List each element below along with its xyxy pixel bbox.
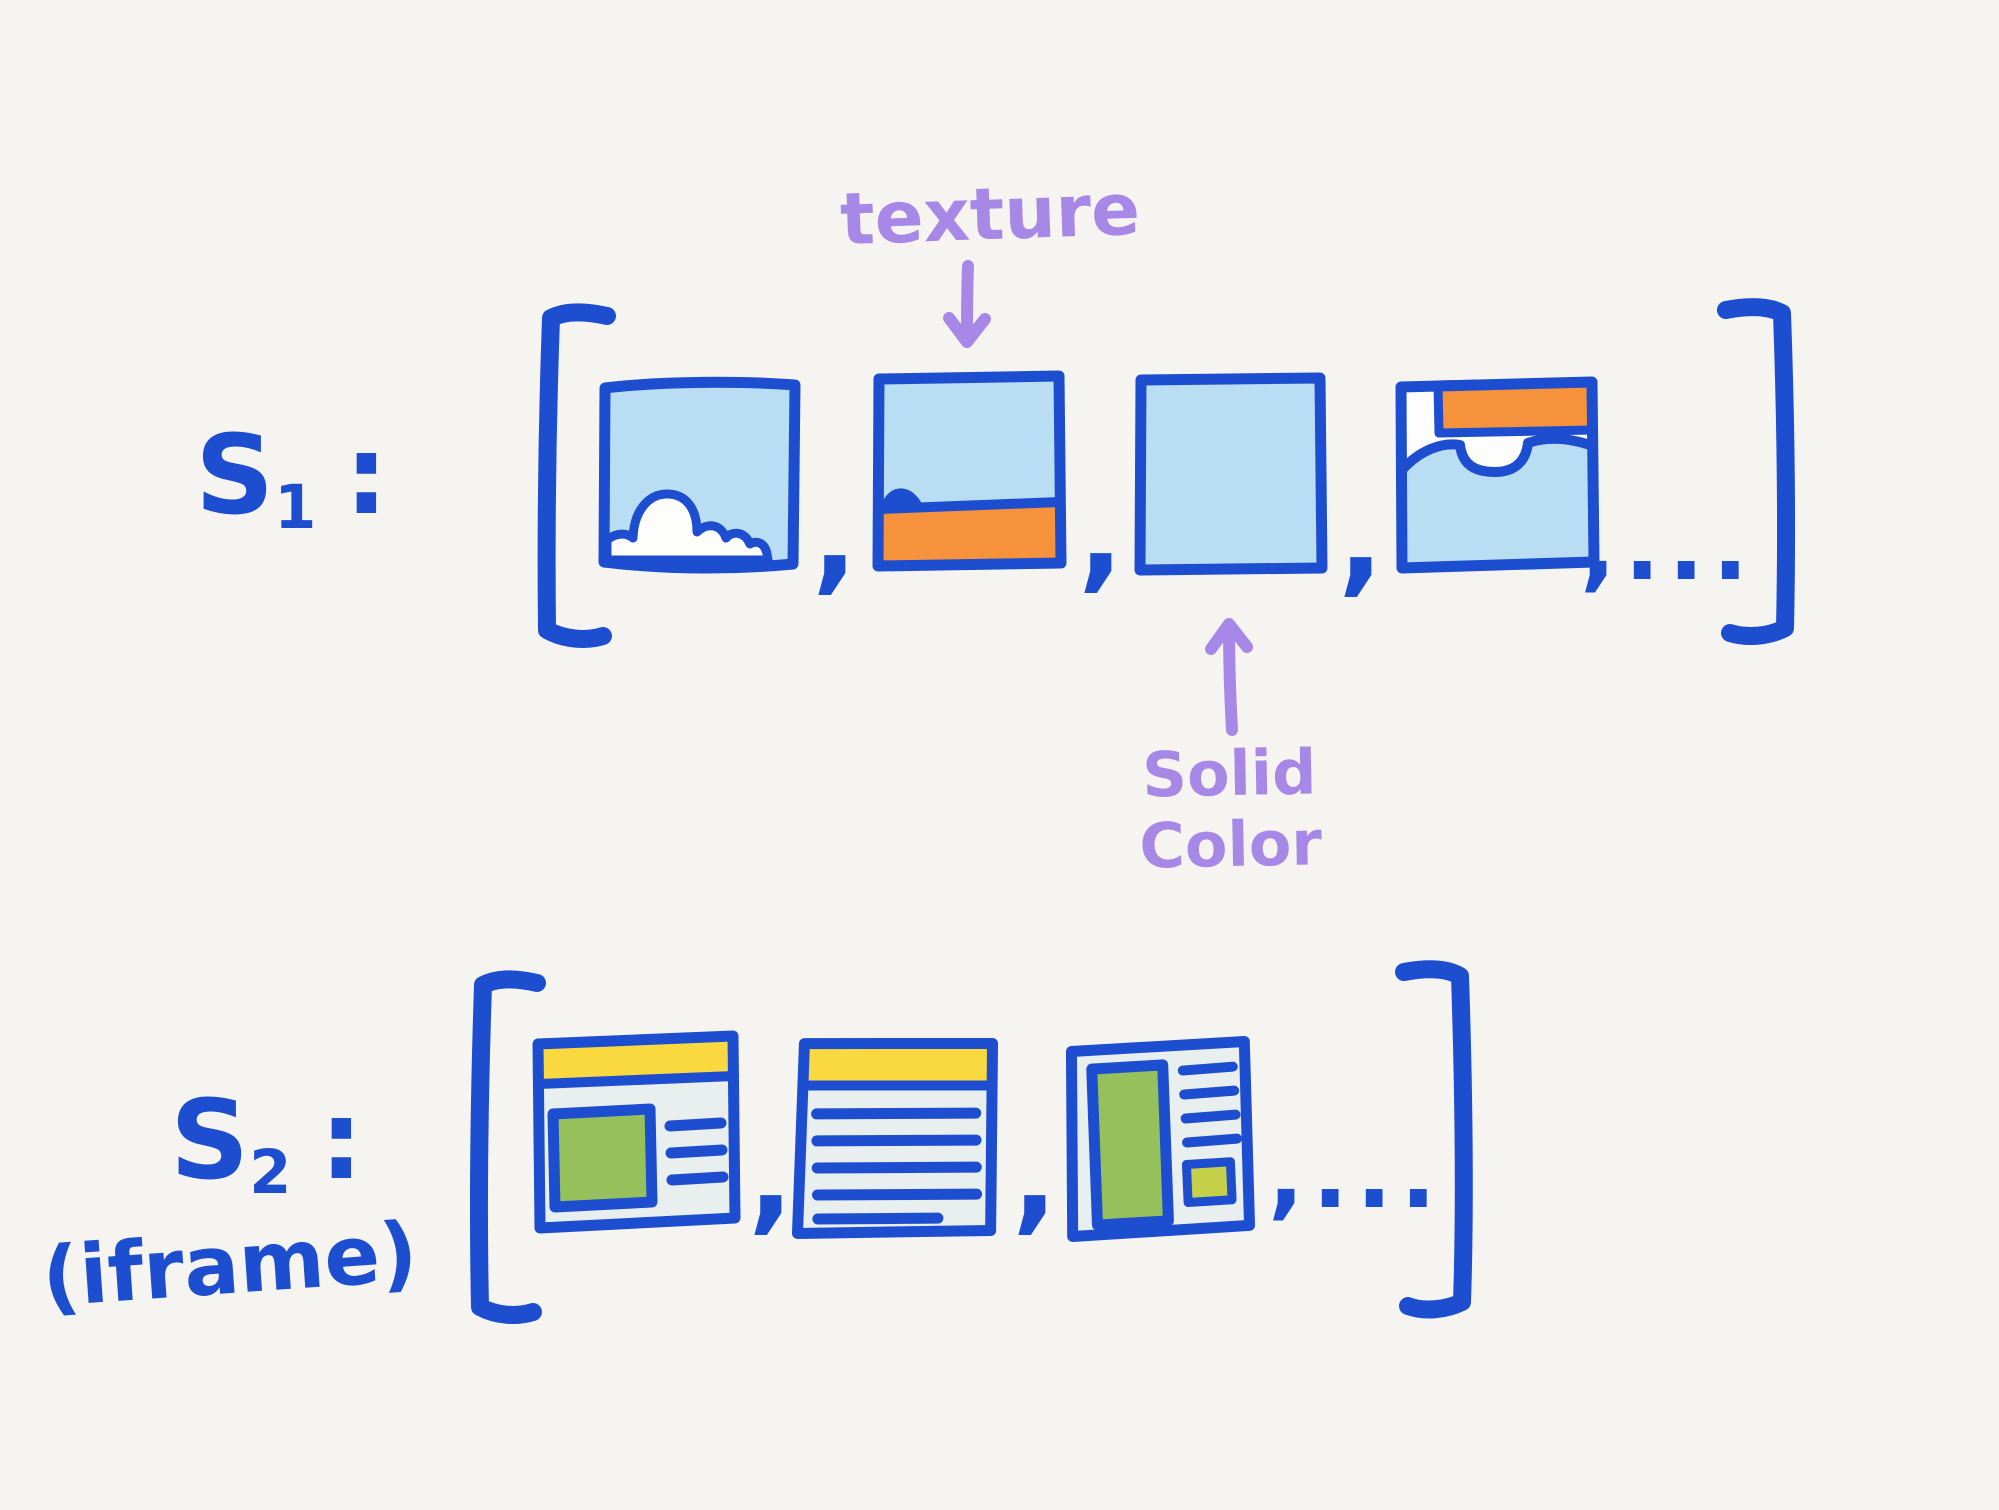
- text-lines: [664, 1117, 729, 1186]
- texture-arrow-down-icon: [943, 260, 991, 348]
- right-bracket-shape: [1717, 298, 1795, 645]
- solid-color-annotation: Solid Color: [1119, 735, 1341, 883]
- thumbnail-border: [532, 1030, 741, 1234]
- set1-label: S1:: [195, 420, 388, 539]
- set1-separator-2: ,: [1078, 466, 1124, 605]
- set2-subscript: 2: [249, 1138, 292, 1209]
- yellow-header-bar: [802, 1043, 993, 1086]
- green-image-block: [547, 1103, 658, 1213]
- set2-ellipsis: ,...: [1268, 1120, 1445, 1230]
- header-divider-line: [797, 1080, 998, 1091]
- webpage-hero-thumbnail: [532, 1030, 741, 1234]
- yellow-header-bar: [538, 1036, 734, 1084]
- solid-color-line2: Color: [1138, 806, 1323, 883]
- small-image-block: [1181, 1157, 1237, 1207]
- texture-annotation: texture: [838, 166, 1142, 262]
- set1-ellipsis: ,...: [1580, 492, 1757, 602]
- solid-color-fill: [1134, 372, 1328, 576]
- text-lines: [1177, 1061, 1243, 1148]
- text-lines: [811, 1107, 983, 1225]
- sky-with-orange-texture-thumbnail: [872, 370, 1067, 572]
- set1-colon: :: [344, 411, 389, 539]
- arrow-up-shape: [1205, 618, 1253, 736]
- set2-label: S2:: [170, 1085, 363, 1204]
- left-bracket-shape: [537, 303, 616, 648]
- webpage-sidebar-thumbnail: [1065, 1035, 1256, 1243]
- thumbnail-border: [598, 376, 801, 574]
- set1-subscript: 1: [274, 473, 317, 544]
- cloud-shape: [602, 489, 773, 565]
- header-divider-line: [534, 1071, 739, 1089]
- shirt-shape: [1397, 433, 1599, 573]
- thumbnail-border: [791, 1037, 999, 1239]
- solid-color-arrow-up-icon: [1205, 618, 1253, 736]
- set2-right-bracket-icon: [1395, 960, 1473, 1319]
- band-divider-line: [874, 497, 1065, 514]
- shirt-with-orange-band-thumbnail: [1395, 376, 1600, 574]
- webpage-text-thumbnail: [791, 1037, 999, 1239]
- set2-iframe-caption: (iframe): [39, 1205, 421, 1326]
- set1-separator-3: ,: [1338, 470, 1384, 609]
- sky-with-clouds-thumbnail: [598, 376, 801, 574]
- set2-name: S: [170, 1076, 250, 1204]
- set1-separator-1: ,: [812, 468, 858, 607]
- orange-band: [878, 501, 1061, 566]
- set2-left-bracket-icon: [470, 970, 546, 1324]
- right-bracket-shape: [1395, 960, 1473, 1319]
- green-sidebar-block: [1086, 1059, 1174, 1231]
- set1-name: S: [195, 411, 275, 539]
- thumbnail-border: [1065, 1035, 1256, 1243]
- set1-right-bracket-icon: [1717, 298, 1795, 645]
- thumbnail-border: [872, 370, 1067, 572]
- set2-colon: :: [319, 1076, 364, 1204]
- solid-color-thumbnail: [1134, 372, 1328, 576]
- thumbnail-border: [1395, 376, 1600, 574]
- left-bracket-shape: [470, 970, 546, 1324]
- set1-left-bracket-icon: [537, 303, 616, 648]
- solid-color-line1: Solid: [1141, 735, 1318, 812]
- set2-separator-2: ,: [1012, 1108, 1058, 1247]
- set2-separator-1: ,: [748, 1108, 794, 1247]
- arrow-down-shape: [943, 260, 991, 348]
